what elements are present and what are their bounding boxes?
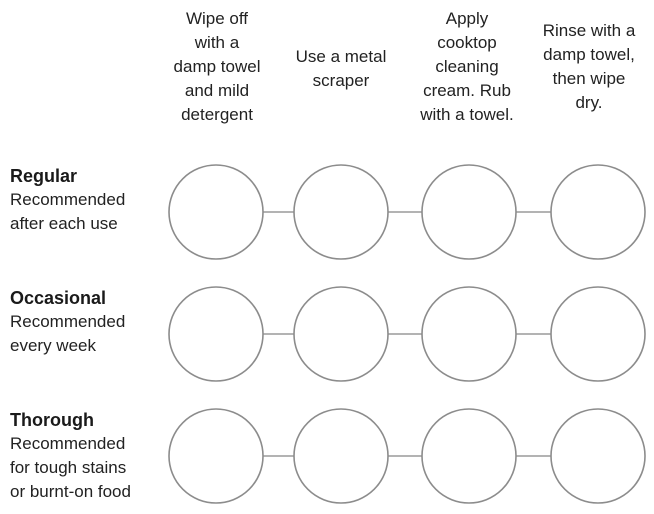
- step-circle: [421, 408, 517, 504]
- row-description: Recommended for tough stains or burnt-on…: [10, 434, 131, 501]
- step-circle: [293, 164, 389, 260]
- step-circle: [421, 164, 517, 260]
- row-description: Recommended every week: [10, 312, 126, 355]
- row-title: Occasional: [10, 288, 107, 308]
- header-wipe-detergent: Wipe off with a damp towel and mild dete…: [173, 9, 261, 124]
- step-circle: [168, 164, 264, 260]
- step-circle: [550, 286, 646, 382]
- header-metal-scraper: Use a metal scraper: [295, 47, 387, 90]
- row-label-thorough: Thorough Recommended for tough stains or…: [10, 408, 160, 504]
- step-circle: [293, 286, 389, 382]
- row-title: Thorough: [10, 410, 94, 430]
- header-rinse-dry: Rinse with a damp towel, then wipe dry.: [542, 21, 636, 112]
- row-label-regular: Regular Recommended after each use: [10, 164, 160, 236]
- row-description: Recommended after each use: [10, 190, 126, 233]
- step-circle: [293, 408, 389, 504]
- row-title: Regular: [10, 166, 78, 186]
- step-circle: [550, 164, 646, 260]
- step-circle: [421, 286, 517, 382]
- header-apply-cream: Apply cooktop cleaning cream. Rub with a…: [420, 9, 514, 124]
- row-label-occasional: Occasional Recommended every week: [10, 286, 160, 358]
- step-circle: [168, 286, 264, 382]
- step-circle: [550, 408, 646, 504]
- step-circle: [168, 408, 264, 504]
